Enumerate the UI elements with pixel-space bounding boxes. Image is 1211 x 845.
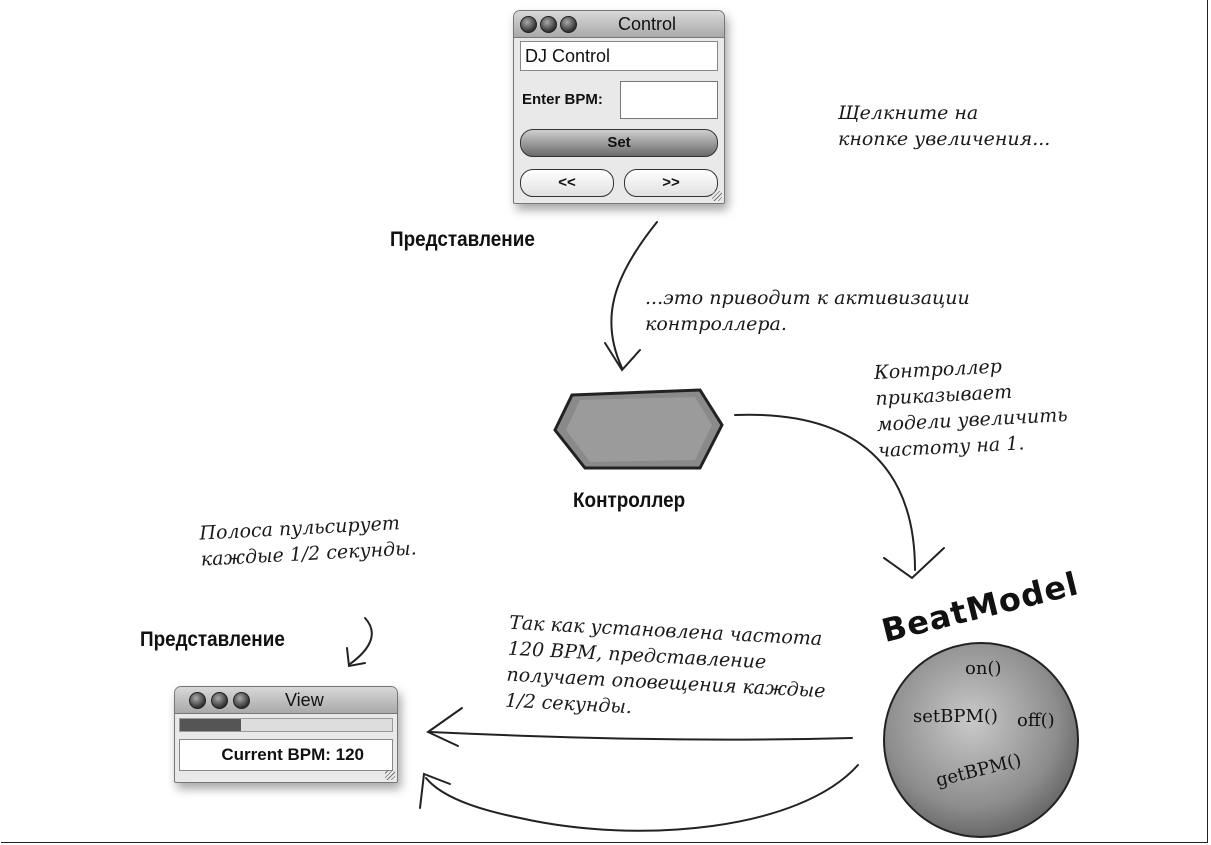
- arrowhead-model-to-view-top: [426, 707, 463, 747]
- resize-grip-icon[interactable]: [712, 191, 722, 201]
- decrease-bpm-button[interactable]: <<: [520, 169, 614, 197]
- beatmodel-sphere: on() setBPM() off() getBPM(): [883, 642, 1079, 838]
- arrowhead-view-to-controller: [604, 342, 641, 372]
- pulse-bar: [179, 718, 393, 732]
- arrowhead-controller-to-model: [883, 547, 945, 580]
- arrow-model-to-view-bottom: [425, 764, 859, 832]
- close-icon[interactable]: [520, 16, 537, 33]
- method-getbpm: getBPM(): [933, 749, 1024, 792]
- view-window: View Current BPM: 120: [174, 686, 398, 783]
- control-window-titlebar: Control: [514, 11, 724, 38]
- method-on: on(): [965, 658, 1002, 679]
- current-bpm-readout: Current BPM: 120: [179, 739, 393, 771]
- control-window: Control DJ Control Enter BPM: Set << >>: [513, 10, 725, 204]
- control-window-title: Control: [618, 14, 677, 34]
- arrowhead-note-to-view: [346, 647, 366, 668]
- arrowhead-model-to-view-bottom: [419, 772, 451, 809]
- method-setbpm: setBPM(): [913, 706, 998, 727]
- view-window-titlebar: View: [175, 687, 397, 714]
- minimize-icon[interactable]: [540, 16, 557, 33]
- increase-bpm-button[interactable]: >>: [624, 169, 718, 197]
- pulse-bar-fill: [180, 719, 242, 731]
- view-label-top: Представление: [390, 228, 535, 251]
- zoom-icon[interactable]: [560, 16, 577, 33]
- resize-grip-icon[interactable]: [385, 770, 395, 780]
- zoom-icon[interactable]: [233, 692, 250, 709]
- bpm-input[interactable]: [620, 81, 718, 119]
- minimize-icon[interactable]: [211, 692, 228, 709]
- arrow-controller-to-model: [734, 413, 916, 571]
- view-window-title: View: [285, 690, 324, 710]
- method-off: off(): [1017, 710, 1055, 731]
- controller-label: Контроллер: [573, 489, 686, 512]
- arrow-model-to-view-top: [429, 731, 853, 741]
- set-button[interactable]: Set: [520, 129, 718, 157]
- dj-control-heading: DJ Control: [520, 41, 718, 71]
- arrow-note-to-view: [349, 617, 373, 665]
- view-label-bottom: Представление: [140, 628, 285, 651]
- close-icon[interactable]: [189, 692, 206, 709]
- arrow-view-to-controller: [610, 221, 658, 369]
- enter-bpm-label: Enter BPM:: [522, 91, 603, 108]
